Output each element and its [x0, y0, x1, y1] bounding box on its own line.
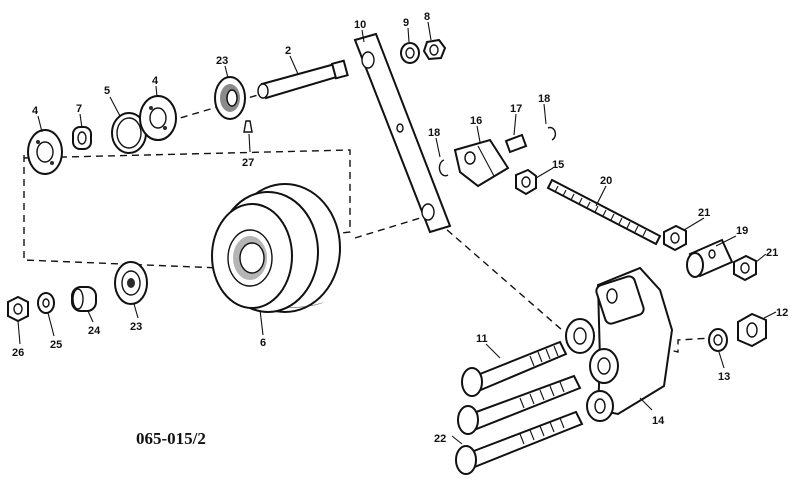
part-21-nut-upper: [663, 224, 687, 252]
drawing-code: 065-015/2: [136, 429, 206, 448]
label-part-26: 26: [12, 347, 24, 359]
label-part-23a: 23: [216, 55, 228, 67]
part-23-lower-bearing: [114, 261, 148, 305]
label-part-18b: 18: [538, 93, 550, 105]
part-14-bracket: [565, 266, 674, 422]
label-part-17: 17: [510, 103, 522, 115]
part-26-nut: [7, 295, 29, 323]
part-17-pin: [504, 133, 528, 154]
part-20-threaded-rod: [546, 178, 662, 246]
part-11-bolt: [461, 340, 568, 397]
part-25-washer: [37, 292, 55, 314]
label-part-10: 10: [354, 19, 366, 31]
label-part-15: 15: [552, 159, 564, 171]
part-2-shaft: [257, 59, 349, 100]
part-16-clevis: [453, 138, 510, 188]
label-part-25: 25: [50, 339, 62, 351]
label-part-12: 12: [776, 307, 788, 319]
part-8-nut: [422, 38, 447, 61]
label-part-18a: 18: [428, 127, 440, 139]
label-part-4a: 4: [32, 105, 39, 117]
label-part-24: 24: [88, 325, 101, 337]
part-15-nut: [515, 168, 537, 196]
label-part-21a: 21: [698, 207, 710, 219]
label-part-4b: 4: [152, 75, 159, 87]
label-part-5: 5: [104, 85, 110, 97]
part-13-washer: [708, 328, 728, 352]
label-part-21b: 21: [766, 247, 778, 259]
part-4-left-flange: [27, 129, 63, 175]
label-part-7: 7: [76, 103, 82, 115]
label-part-2: 2: [285, 45, 291, 57]
leader-lines: [17, 21, 777, 445]
part-24-spacer: [71, 286, 97, 312]
part-23-top-bearing: [214, 76, 246, 120]
part-5-circlip: [111, 112, 147, 154]
label-part-14: 14: [652, 415, 665, 427]
part-4-right-flange: [139, 95, 177, 141]
label-part-6: 6: [260, 337, 266, 349]
part-18-clip-left: [438, 159, 449, 177]
label-part-19: 19: [736, 225, 748, 237]
label-part-16: 16: [470, 115, 482, 127]
label-part-22: 22: [434, 433, 446, 445]
part-12-nut: [737, 312, 767, 348]
label-part-20: 20: [600, 175, 612, 187]
part-10-adjusting-bar: [353, 32, 452, 234]
label-part-27: 27: [242, 157, 254, 169]
label-part-23b: 23: [130, 321, 142, 333]
part-bolt-middle: [457, 374, 582, 435]
part-22-bolt: [455, 410, 584, 475]
part-9-washer: [400, 42, 420, 64]
part-number-labels: 4 7 5 4 23 27 2 10 9 8 18 16 17 18 15 20…: [12, 11, 788, 445]
part-7-sleeve: [72, 126, 92, 150]
part-18-clip-right: [547, 126, 557, 141]
label-part-8: 8: [424, 11, 430, 23]
part-21-nut-lower: [733, 254, 757, 282]
part-27-pin: [243, 120, 253, 133]
label-part-13: 13: [718, 371, 730, 383]
label-part-9: 9: [403, 17, 409, 29]
label-part-11: 11: [476, 333, 488, 345]
part-19-barrel: [686, 238, 734, 278]
part-6-pulley: [211, 183, 341, 313]
